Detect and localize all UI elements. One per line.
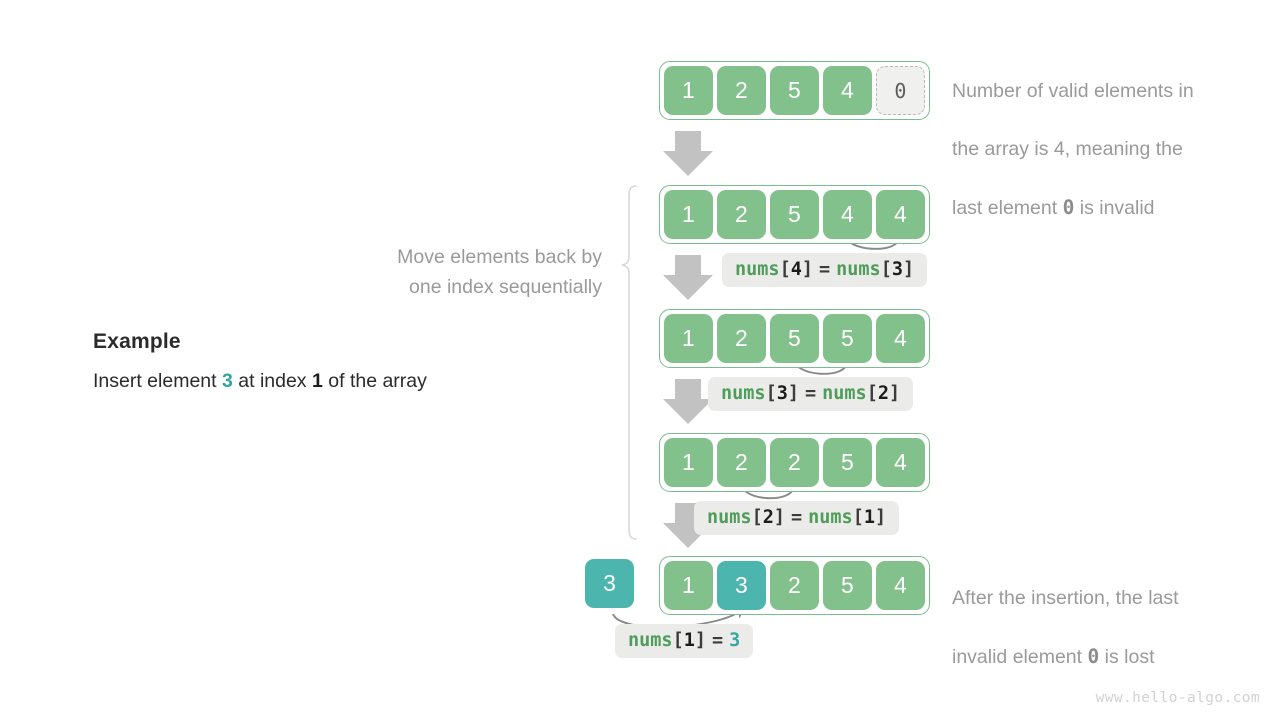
array-container: 1 2 5 5 4: [659, 309, 930, 368]
code-label-assign-1-value: nums[1]=3: [615, 624, 754, 658]
array-cell-inserted[interactable]: 3: [717, 561, 766, 610]
array-cell[interactable]: 5: [823, 438, 872, 487]
array-cell[interactable]: 1: [664, 561, 713, 610]
code-label-assign-2-1: nums[2]=nums[1]: [694, 501, 900, 535]
note-line: Move elements back by: [397, 246, 602, 268]
array-cell[interactable]: 4: [876, 190, 925, 239]
note-move-elements: Move elements back by one index sequenti…: [300, 242, 602, 302]
array-cell[interactable]: 5: [770, 314, 819, 363]
note-line: Number of valid elements in: [952, 80, 1194, 102]
invalid-value: 0: [1062, 196, 1075, 219]
example-text: at index: [232, 370, 312, 392]
array-container: 1 2 2 5 4: [659, 433, 930, 492]
code-operator: =: [818, 259, 831, 280]
note-line: one index sequentially: [409, 276, 602, 298]
invalid-value: 0: [1087, 645, 1100, 668]
array-cell[interactable]: 5: [823, 314, 872, 363]
code-identifier: nums: [808, 507, 853, 528]
array-cell[interactable]: 2: [717, 438, 766, 487]
watermark: www.hello-algo.com: [1095, 690, 1260, 706]
array-container: 1 3 2 5 4: [659, 556, 930, 615]
array-row-step3: 1 2 2 5 4: [659, 433, 930, 492]
code-identifier: nums: [628, 630, 673, 651]
array-cell[interactable]: 1: [664, 190, 713, 239]
code-index: 1: [863, 507, 875, 528]
array-cell[interactable]: 2: [717, 190, 766, 239]
code-index: 4: [790, 259, 802, 280]
code-index: 2: [762, 507, 774, 528]
array-row-final: 1 3 2 5 4: [659, 556, 930, 615]
array-cell[interactable]: 2: [717, 66, 766, 115]
code-label-assign-4-3: nums[4]=nums[3]: [722, 253, 928, 287]
code-identifier: nums: [721, 383, 766, 404]
flow-arrow-icon: [663, 379, 713, 424]
flow-arrow-icon: [663, 131, 713, 176]
example-text: Insert element: [93, 370, 222, 392]
array-cell[interactable]: 2: [770, 561, 819, 610]
example-description: Insert element 3 at index 1 of the array: [93, 370, 427, 393]
array-cell[interactable]: 5: [770, 66, 819, 115]
code-identifier: nums: [836, 259, 881, 280]
array-row-step1: 1 2 5 4 4: [659, 185, 930, 244]
insert-value-cell[interactable]: 3: [585, 559, 634, 608]
code-operator: =: [711, 630, 724, 651]
array-cell-invalid[interactable]: 0: [876, 66, 925, 115]
array-container: 1 2 5 4 4: [659, 185, 930, 244]
array-cell[interactable]: 5: [770, 190, 819, 239]
code-identifier: nums: [822, 383, 867, 404]
code-value: 3: [729, 630, 741, 651]
code-identifier: nums: [735, 259, 780, 280]
note-valid-elements: Number of valid elements in the array is…: [952, 48, 1262, 252]
array-cell[interactable]: 2: [770, 438, 819, 487]
example-text: of the array: [322, 370, 427, 392]
code-identifier: nums: [707, 507, 752, 528]
array-row-initial: 1 2 5 4 0: [659, 61, 930, 120]
array-cell[interactable]: 1: [664, 438, 713, 487]
note-line: last element 0 is invalid: [952, 196, 1155, 219]
array-cell[interactable]: 4: [876, 561, 925, 610]
code-index: 2: [877, 383, 889, 404]
array-cell[interactable]: 1: [664, 314, 713, 363]
note-line: After the insertion, the last: [952, 587, 1179, 609]
flow-arrow-icon: [663, 255, 713, 300]
array-row-step2: 1 2 5 5 4: [659, 309, 930, 368]
array-cell[interactable]: 1: [664, 66, 713, 115]
note-line: invalid element 0 is lost: [952, 645, 1155, 668]
example-index-value: 1: [311, 370, 323, 392]
example-element-value: 3: [221, 370, 233, 392]
code-index: 3: [776, 383, 788, 404]
array-cell[interactable]: 4: [876, 438, 925, 487]
array-container: 1 2 5 4 0: [659, 61, 930, 120]
note-line: the array is 4, meaning the: [952, 138, 1183, 160]
code-operator: =: [790, 507, 803, 528]
note-after-insertion: After the insertion, the last invalid el…: [952, 555, 1257, 701]
code-operator: =: [804, 383, 817, 404]
group-brace: [621, 185, 637, 540]
code-label-assign-3-2: nums[3]=nums[2]: [708, 377, 914, 411]
code-index: 3: [891, 259, 903, 280]
array-cell[interactable]: 4: [876, 314, 925, 363]
array-cell[interactable]: 4: [823, 190, 872, 239]
code-index: 1: [683, 630, 695, 651]
example-heading: Example: [93, 330, 181, 353]
array-cell[interactable]: 2: [717, 314, 766, 363]
array-cell[interactable]: 4: [823, 66, 872, 115]
array-cell[interactable]: 5: [823, 561, 872, 610]
